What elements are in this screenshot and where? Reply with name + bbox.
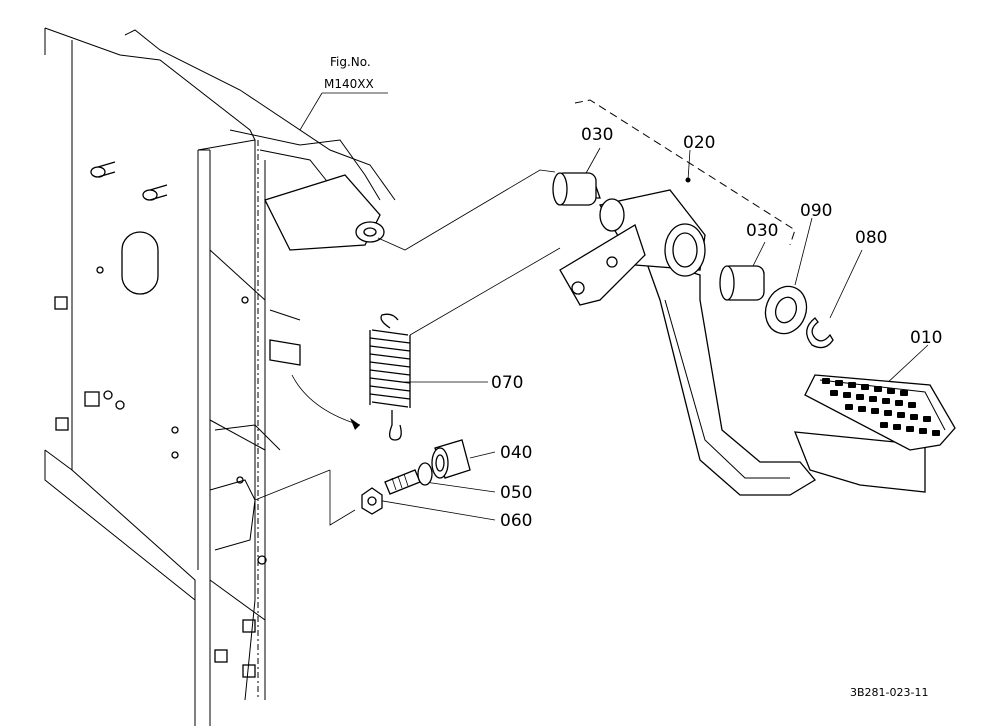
part-label-080: 080 [855,228,887,248]
bolt [384,462,433,495]
arrow-head [350,418,360,430]
drawing-code: 3B281-023-11 [850,686,928,699]
leader-lines [254,92,929,526]
part-label-070: 070 [491,373,523,393]
part-label-090: 090 [800,201,832,221]
figure-ref-line1: Fig.No. [330,55,371,69]
bushing-lower [719,265,765,301]
part-label-010: 010 [910,328,942,348]
assembly-group-bracket [574,99,796,246]
bushing-upper [552,172,601,206]
pedal-arm [559,189,926,496]
part-label-030-upper: 030 [581,125,613,145]
nut [361,487,383,515]
frame-assembly [44,27,396,726]
snap-ring [806,317,834,349]
part-label-050: 050 [500,483,532,503]
collar [431,439,471,479]
return-spring [369,313,411,441]
washer [764,285,808,335]
figure-ref-line2: M140XX [324,77,374,91]
part-label-060: 060 [500,511,532,531]
part-label-040: 040 [500,443,532,463]
pedal-pad [804,374,956,451]
part-label-030-lower: 030 [746,221,778,241]
part-label-020: 020 [683,133,715,153]
